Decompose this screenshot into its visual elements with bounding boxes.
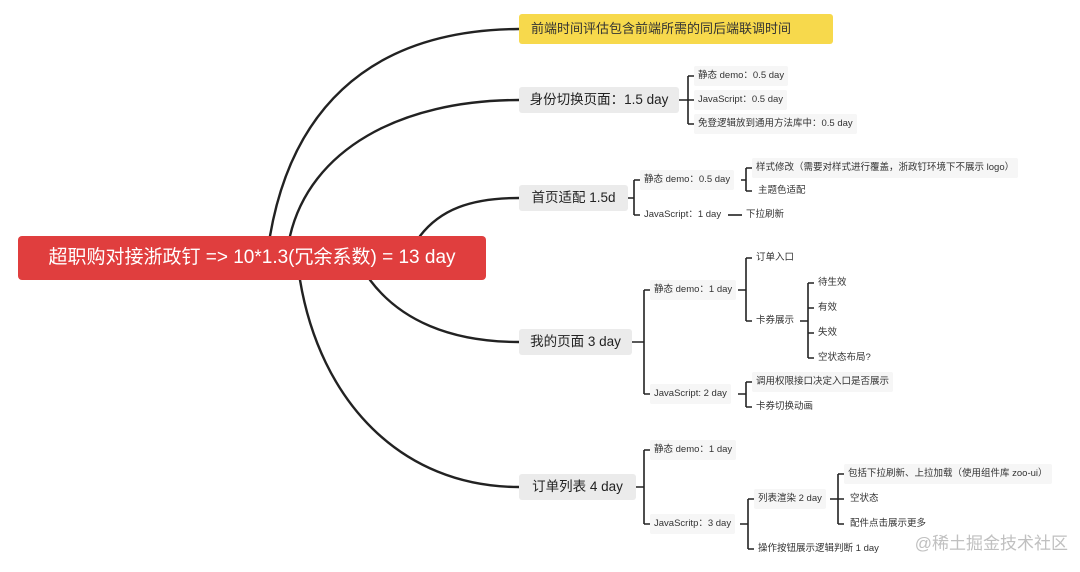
note-node[interactable]: 前端时间评估包含前端所需的同后端联调时间 <box>519 14 833 44</box>
bracket-home-static <box>741 167 752 192</box>
leaf-mine-permission[interactable]: 调用权限接口决定入口是否展示 <box>752 372 894 392</box>
watermark-text: @稀土掘金技术社区 <box>914 534 1068 553</box>
leaf-identity-login[interactable]: 免登逻辑放到通用方法库中：0.5 day <box>694 114 857 134</box>
branch-mine[interactable]: 我的页面 3 day <box>519 329 632 355</box>
leaf-coupon-pending[interactable]: 待生效 <box>818 277 847 288</box>
leaf-orders-static[interactable]: 静态 demo：1 day <box>650 440 737 460</box>
leaf-identity-static[interactable]: 静态 demo：0.5 day <box>694 66 789 86</box>
connector-root-mine <box>368 278 521 344</box>
leaf-mine-js[interactable]: JavaScript: 2 day <box>650 384 731 404</box>
leaf-mine-order-entry[interactable]: 订单入口 <box>756 252 795 263</box>
leaf-identity-js[interactable]: JavaScript：0.5 day <box>694 90 788 110</box>
leaf-orders-render[interactable]: 列表渲染 2 day <box>754 489 826 509</box>
bracket-mine-coupon <box>800 282 814 359</box>
root-node[interactable]: 超职购对接浙政钉 => 10*1.3(冗余系数) = 13 day <box>18 236 486 280</box>
leaf-home-js[interactable]: JavaScript：1 day <box>644 209 722 220</box>
bracket-orders-js <box>740 498 754 550</box>
connector-root-orders <box>298 278 521 489</box>
leaf-home-style[interactable]: 样式修改（需要对样式进行覆盖，浙政钉环境下不展示 logo） <box>752 158 1019 178</box>
bracket-orders <box>636 449 650 525</box>
branch-identity[interactable]: 身份切换页面：1.5 day <box>519 87 679 113</box>
connector-root-identity <box>288 98 521 238</box>
bracket-mine-js <box>738 381 752 408</box>
leaf-mine-static[interactable]: 静态 demo：1 day <box>650 280 737 300</box>
leaf-home-static[interactable]: 静态 demo：0.5 day <box>640 170 735 190</box>
connector-root-note <box>268 27 521 238</box>
leaf-coupon-expired[interactable]: 失效 <box>818 327 838 338</box>
leaf-render-more[interactable]: 配件点击展示更多 <box>850 518 927 529</box>
leaf-home-refresh[interactable]: 下拉刷新 <box>746 209 785 220</box>
connector-root-home <box>418 196 521 238</box>
bracket-mine <box>632 289 650 395</box>
leaf-home-theme[interactable]: 主题色适配 <box>758 185 806 196</box>
branch-home[interactable]: 首页适配 1.5d <box>519 185 628 211</box>
bracket-mine-static <box>738 257 752 322</box>
leaf-coupon-valid[interactable]: 有效 <box>818 302 838 313</box>
leaf-render-refresh[interactable]: 包括下拉刷新、上拉加载（使用组件库 zoo-ui） <box>844 464 1052 484</box>
leaf-coupon-empty[interactable]: 空状态布局? <box>818 352 871 363</box>
branch-orders[interactable]: 订单列表 4 day <box>519 474 636 500</box>
bracket-home <box>628 179 640 216</box>
bracket-identity <box>679 75 694 125</box>
leaf-mine-coupon[interactable]: 卡券展示 <box>756 315 795 326</box>
leaf-orders-buttons[interactable]: 操作按钮展示逻辑判断 1 day <box>758 543 879 554</box>
leaf-mine-animation[interactable]: 卡券切换动画 <box>756 401 814 412</box>
leaf-render-empty[interactable]: 空状态 <box>850 493 879 504</box>
leaf-orders-js[interactable]: JavaScritp：3 day <box>650 514 736 534</box>
bracket-orders-render <box>830 473 844 525</box>
